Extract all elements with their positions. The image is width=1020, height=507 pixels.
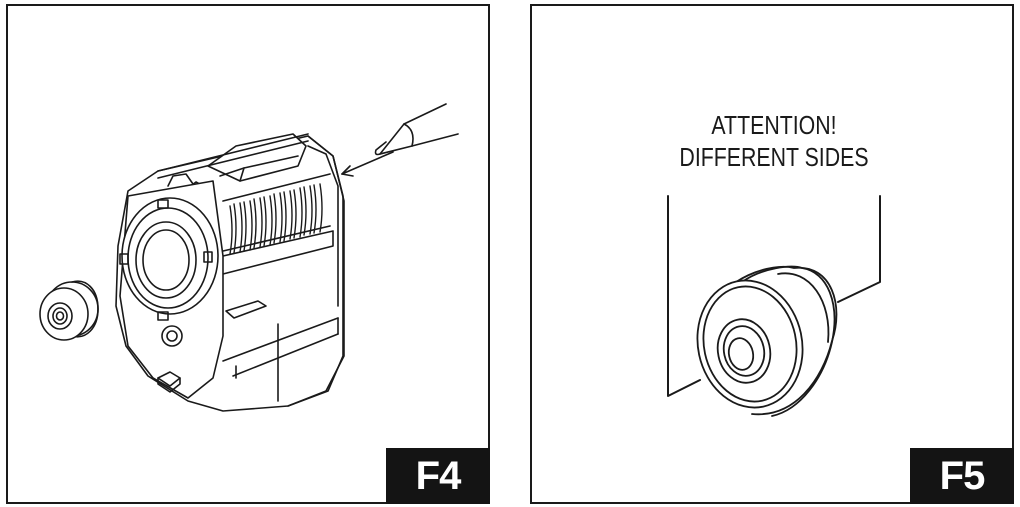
housing-assembly-illustration [39, 103, 459, 412]
pen-tip-icon [374, 103, 459, 156]
attention-note-line1: ATTENTION! [711, 110, 837, 140]
figure-panel-f4: F4 [6, 4, 490, 504]
attention-note-line2: DIFFERENT SIDES [679, 142, 869, 172]
motor-housing-icon [115, 133, 345, 412]
bearing-illustration [667, 195, 881, 417]
bearing-icon [696, 265, 838, 417]
figure-label-f4: F4 [386, 448, 490, 504]
leader-lines [667, 195, 881, 397]
loose-bearing-icon [39, 280, 99, 341]
arrow-icon [341, 151, 394, 177]
figure-panel-f5: ATTENTION! DIFFERENT SIDES F5 [530, 4, 1014, 504]
figure-label-f5: F5 [910, 448, 1014, 504]
